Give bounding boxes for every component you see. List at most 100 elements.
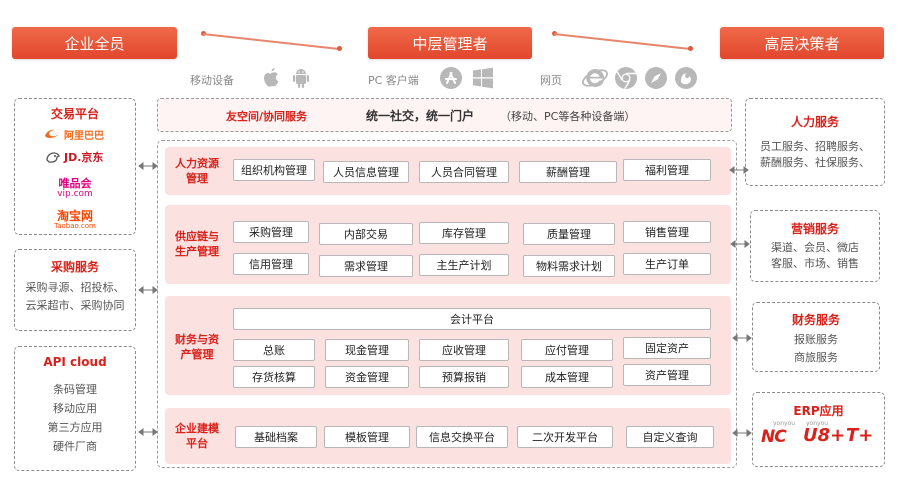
- connector-line: [202, 33, 340, 51]
- api-cloud-title: API cloud: [43, 355, 107, 369]
- api-cloud-line: 条码管理: [53, 383, 97, 396]
- finance-asset-title: 财务与资 产管理: [167, 332, 227, 362]
- panel-title-line: 供应链与: [175, 230, 219, 243]
- module-fixed-assets[interactable]: 固定资产: [623, 337, 711, 359]
- jd-logo: JD.京东: [45, 148, 115, 166]
- panel-title-line: 生产管理: [175, 245, 219, 258]
- module-inventory[interactable]: 库存管理: [419, 222, 509, 244]
- marketing-service-line: 渠道、会员、微店: [771, 241, 859, 254]
- alibaba-icon: [45, 129, 59, 139]
- vip-logo-text: 唯品会: [58, 177, 92, 190]
- module-master-production-plan[interactable]: 主生产计划: [419, 254, 509, 276]
- module-internal-trade[interactable]: 内部交易: [319, 223, 413, 245]
- vip-url-text: vip.com: [57, 189, 93, 199]
- module-secondary-dev[interactable]: 二次开发平台: [517, 426, 613, 448]
- taobao-url-text: Taobao.com: [54, 222, 96, 230]
- finance-service-line: 商旅服务: [794, 351, 838, 364]
- collaboration-banner: 友空间/协同服务 统一社交，统一门户 （移动、PC等各种设备端）: [157, 98, 732, 132]
- module-org-structure[interactable]: 组织机构管理: [233, 159, 315, 181]
- finance-service-title: 财务服务: [791, 313, 840, 327]
- marketing-service-title: 营销服务: [790, 222, 839, 236]
- connector-dot: [688, 46, 693, 51]
- finance-service-box: 财务服务 报账服务 商旅服务: [752, 302, 880, 372]
- bidirectional-arrow-icon: [732, 334, 752, 342]
- module-inventory-accounting[interactable]: 存货核算: [233, 366, 315, 388]
- module-production-order[interactable]: 生产订单: [623, 253, 711, 275]
- module-demand[interactable]: 需求管理: [319, 255, 413, 277]
- api-cloud-line: 第三方应用: [47, 421, 103, 434]
- bidirectional-arrow-icon: [138, 428, 158, 436]
- module-general-ledger[interactable]: 总账: [233, 339, 315, 361]
- modules-frame: [157, 140, 737, 468]
- yonyou-small-text: yonyou: [773, 420, 796, 427]
- role-all-staff: 企业全员: [12, 27, 177, 59]
- pc-client-label: PC 客户端: [368, 74, 419, 87]
- module-payables[interactable]: 应付管理: [521, 339, 613, 361]
- web-label: 网页: [540, 74, 562, 87]
- safari-icon: [642, 66, 670, 90]
- hr-management-title: 人力资源 管理: [167, 156, 227, 186]
- module-personnel-contract[interactable]: 人员合同管理: [419, 161, 509, 183]
- bidirectional-arrow-icon: [138, 286, 158, 294]
- module-mrp[interactable]: 物料需求计划: [523, 255, 615, 277]
- module-custom-query[interactable]: 自定义查询: [626, 426, 714, 448]
- panel-title-line: 管理: [186, 172, 208, 185]
- module-accounting-platform[interactable]: 会计平台: [233, 308, 711, 330]
- banner-devices-note: （移动、PC等各种设备端）: [500, 110, 636, 123]
- trade-platform-title: 交易平台: [50, 107, 99, 121]
- panel-title-line: 人力资源: [175, 157, 219, 170]
- windows-icon: [470, 66, 496, 90]
- enterprise-modeling-panel: 企业建模 平台 基础档案 模板管理 信息交换平台 二次开发平台 自定义查询: [165, 408, 731, 464]
- u8-logo: U8+: [803, 425, 846, 446]
- android-icon: [288, 66, 314, 90]
- role-middle-managers: 中层管理者: [368, 27, 532, 59]
- module-benefits[interactable]: 福利管理: [623, 159, 711, 181]
- chrome-icon: [612, 66, 640, 90]
- module-payroll[interactable]: 薪酬管理: [519, 161, 617, 183]
- supply-chain-panel: 供应链与 生产管理 采购管理 内部交易 库存管理 质量管理 销售管理 信用管理 …: [165, 205, 731, 284]
- module-funds[interactable]: 资金管理: [325, 366, 409, 388]
- module-cash[interactable]: 现金管理: [325, 339, 409, 361]
- jd-dog-icon: [46, 152, 60, 163]
- connector-dot: [337, 46, 342, 51]
- module-basic-archives[interactable]: 基础档案: [235, 426, 317, 448]
- nc-logo: NC: [761, 427, 787, 447]
- panel-title-line: 财务与资: [175, 333, 219, 346]
- purchase-service-line: 云采超市、采购协同: [25, 299, 125, 312]
- panel-title-line: 产管理: [180, 348, 214, 361]
- purchase-service-box: 采购服务 采购寻源、招投标、 云采超市、采购协同: [14, 249, 136, 331]
- module-receivables[interactable]: 应收管理: [419, 339, 509, 361]
- module-cost[interactable]: 成本管理: [521, 366, 613, 388]
- api-cloud-line: 移动应用: [53, 402, 97, 415]
- module-sales[interactable]: 销售管理: [623, 221, 711, 243]
- bidirectional-arrow-icon: [138, 162, 158, 170]
- banner-unified-portal: 统一社交，统一门户: [366, 109, 475, 123]
- module-template[interactable]: 模板管理: [324, 426, 410, 448]
- bidirectional-arrow-icon: [729, 166, 749, 174]
- module-quality[interactable]: 质量管理: [523, 223, 615, 245]
- firefox-icon: [672, 66, 700, 90]
- panel-title-line: 平台: [186, 437, 208, 450]
- api-cloud-line: 硬件厂商: [53, 440, 97, 453]
- tplus-logo: T+: [846, 425, 874, 446]
- alibaba-logo: 阿里巴巴: [43, 126, 109, 142]
- hr-service-line: 员工服务、招聘服务、: [760, 140, 870, 153]
- apple-icon: [260, 66, 282, 90]
- panel-title-line: 企业建模: [175, 422, 219, 435]
- role-senior-executives: 高层决策者: [720, 27, 884, 59]
- ie-browser-icon: [580, 66, 610, 90]
- module-budget-reimbursement[interactable]: 预算报销: [419, 366, 509, 388]
- purchase-service-line: 采购寻源、招投标、: [25, 281, 125, 294]
- hr-management-panel: 人力资源 管理 组织机构管理 人员信息管理 人员合同管理 薪酬管理 福利管理: [165, 147, 731, 195]
- module-credit[interactable]: 信用管理: [233, 253, 309, 275]
- erp-app-box: ERP应用 yonyou yonyou NC U8+ T+: [752, 392, 885, 467]
- module-personnel-info[interactable]: 人员信息管理: [323, 161, 409, 183]
- hr-service-title: 人力服务: [790, 115, 839, 129]
- module-asset[interactable]: 资产管理: [623, 364, 711, 386]
- module-purchasing[interactable]: 采购管理: [233, 221, 309, 243]
- app-store-icon: [438, 66, 464, 90]
- hr-service-box: 人力服务 员工服务、招聘服务、 薪酬服务、社保服务、: [745, 98, 885, 186]
- module-info-exchange[interactable]: 信息交换平台: [416, 426, 508, 448]
- finance-asset-panel: 财务与资 产管理 会计平台 总账 现金管理 应收管理 应付管理 固定资产 存货核…: [165, 296, 731, 395]
- connector-line: [553, 33, 691, 51]
